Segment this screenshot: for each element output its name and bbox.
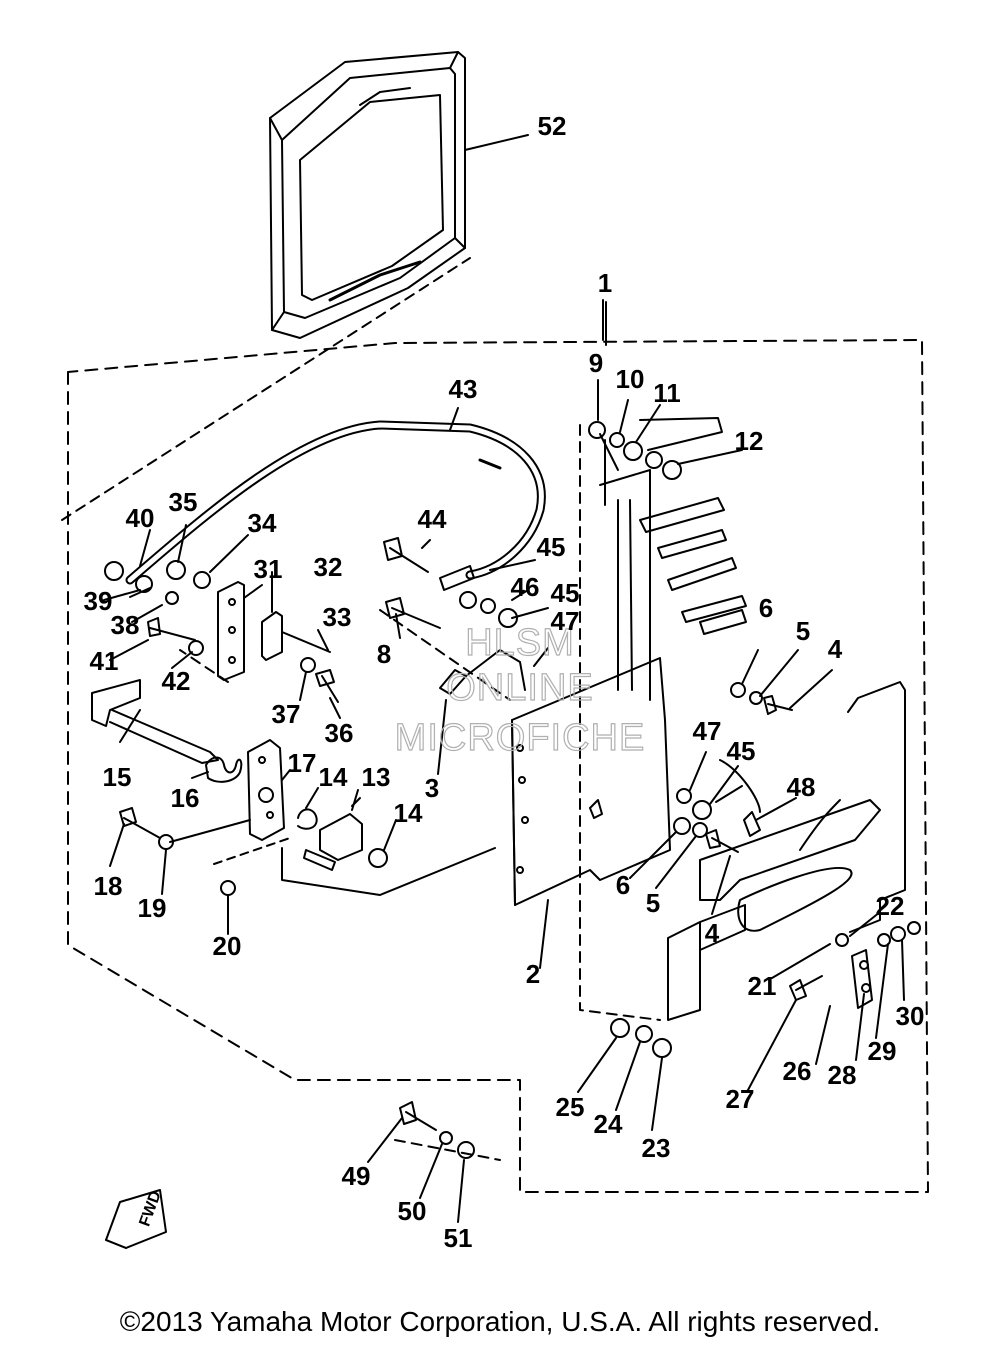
callout-14: 14 (394, 798, 423, 828)
plate-part-17 (247, 739, 285, 841)
callout-20: 20 (213, 931, 242, 961)
callout-19: 19 (138, 893, 167, 923)
fwd-arrow-icon (105, 1189, 167, 1249)
callout-labels: 1 2 3 4 4 5 5 6 6 8 9 10 11 12 13 14 14 … (84, 111, 925, 1253)
callout-44: 44 (418, 504, 447, 534)
callout-25: 25 (556, 1092, 585, 1122)
callout-43: 43 (449, 374, 478, 404)
callout-33: 33 (323, 602, 352, 632)
callout-34: 34 (248, 508, 277, 538)
callout-4: 4 (828, 634, 843, 664)
callout-15: 15 (103, 762, 132, 792)
fwd-label: FWD (136, 1189, 164, 1229)
callout-45: 45 (537, 532, 566, 562)
callout-30: 30 (896, 1001, 925, 1031)
callout-21: 21 (748, 971, 777, 1001)
callout-48: 48 (787, 772, 816, 802)
callout-46: 46 (511, 572, 540, 602)
callout-36: 36 (325, 718, 354, 748)
callout-50: 50 (398, 1196, 427, 1226)
callout-31: 31 (254, 554, 283, 584)
lever-part-15 (91, 679, 219, 764)
callout-2: 2 (526, 959, 540, 989)
callout-23: 23 (642, 1133, 671, 1163)
plate-part-2 (511, 657, 671, 906)
callout-13: 13 (362, 762, 391, 792)
watermark-line-1: HLSM (465, 622, 575, 664)
callout-9: 9 (589, 348, 603, 378)
callout-18: 18 (94, 871, 123, 901)
callout-47: 47 (551, 606, 580, 636)
callout-6: 6 (616, 870, 630, 900)
callout-5: 5 (646, 888, 660, 918)
callout-26: 26 (783, 1056, 812, 1086)
callout-22: 22 (876, 891, 905, 921)
watermark: HLSM ONLINE MICROFICHE (394, 621, 646, 759)
callout-40: 40 (126, 503, 155, 533)
callout-11: 11 (653, 378, 681, 408)
callout-4: 4 (705, 918, 720, 948)
callout-35: 35 (169, 487, 198, 517)
callout-49: 49 (342, 1161, 371, 1191)
cable-part-43 (125, 420, 546, 585)
callout-32: 32 (314, 552, 343, 582)
callout-6: 6 (759, 593, 773, 623)
callout-45: 45 (551, 578, 580, 608)
callout-45: 45 (727, 736, 756, 766)
callout-41: 41 (90, 646, 119, 676)
callout-8: 8 (377, 639, 391, 669)
callout-42: 42 (162, 666, 191, 696)
callout-47: 47 (693, 716, 722, 746)
callout-12: 12 (735, 426, 764, 456)
callout-14: 14 (319, 762, 348, 792)
callout-16: 16 (171, 783, 200, 813)
callout-10: 10 (616, 364, 645, 394)
callout-51: 51 (444, 1223, 473, 1253)
watermark-line-2: ONLINE (446, 667, 593, 709)
callout-29: 29 (868, 1036, 897, 1066)
copyright-notice: ©2013 Yamaha Motor Corporation, U.S.A. A… (119, 1306, 881, 1337)
bracket-part-31 (217, 581, 245, 681)
callout-39: 39 (84, 586, 113, 616)
parts-diagram: HLSM ONLINE MICROFICHE FWD 1 2 3 4 4 5 5… (61, 51, 929, 1253)
spring-part-16 (205, 756, 243, 783)
callout-3: 3 (425, 773, 439, 803)
callout-1: 1 (598, 268, 612, 298)
assembly-boundary-dashed (67, 339, 929, 1193)
cover-part-52 (269, 51, 466, 339)
callout-5: 5 (796, 616, 810, 646)
callout-24: 24 (594, 1109, 623, 1139)
callout-38: 38 (111, 610, 140, 640)
callout-52: 52 (538, 111, 567, 141)
callout-37: 37 (272, 699, 301, 729)
callout-28: 28 (828, 1060, 857, 1090)
watermark-line-3: MICROFICHE (395, 717, 646, 759)
callout-17: 17 (288, 748, 317, 778)
callout-27: 27 (726, 1084, 755, 1114)
